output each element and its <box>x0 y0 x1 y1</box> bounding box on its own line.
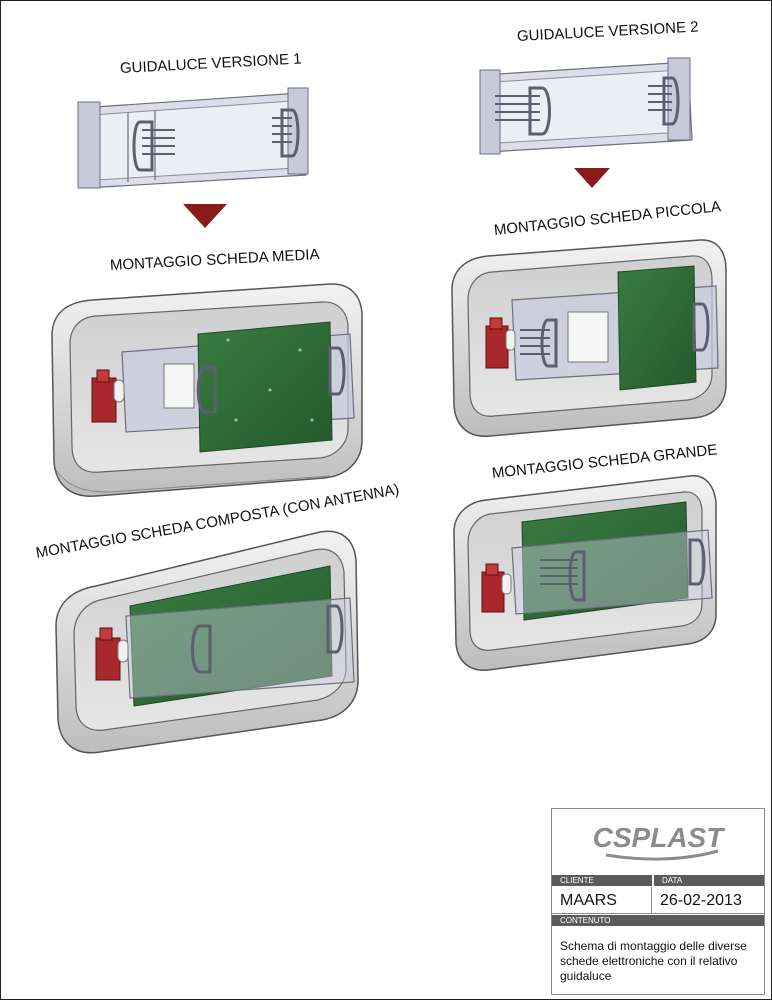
arrow-down-v2 <box>574 168 610 188</box>
contenuto-label: CONTENUTO <box>552 915 764 926</box>
guidaluce-v2-part <box>479 57 693 155</box>
data-label: DATA <box>654 875 764 886</box>
contenuto-value: Schema di montaggio delle diverse schede… <box>560 939 747 983</box>
data-value: 26-02-2013 <box>652 887 764 914</box>
assembly-scheda-media <box>51 283 363 497</box>
title-block: CSPLAST CLIENTE DATA MAARS 26-02-2013 CO… <box>551 808 765 995</box>
arrow-down-v1 <box>183 204 227 228</box>
assembly-scheda-piccola <box>451 239 727 437</box>
cliente-value: MAARS <box>552 887 652 914</box>
assembly-scheda-grande <box>453 475 717 671</box>
guidaluce-v1-part <box>77 87 309 189</box>
assembly-scheda-composta <box>55 530 359 754</box>
cliente-label: CLIENTE <box>552 875 652 886</box>
logo-text: CSPLAST <box>593 822 727 853</box>
csplast-logo: CSPLAST <box>552 809 764 875</box>
